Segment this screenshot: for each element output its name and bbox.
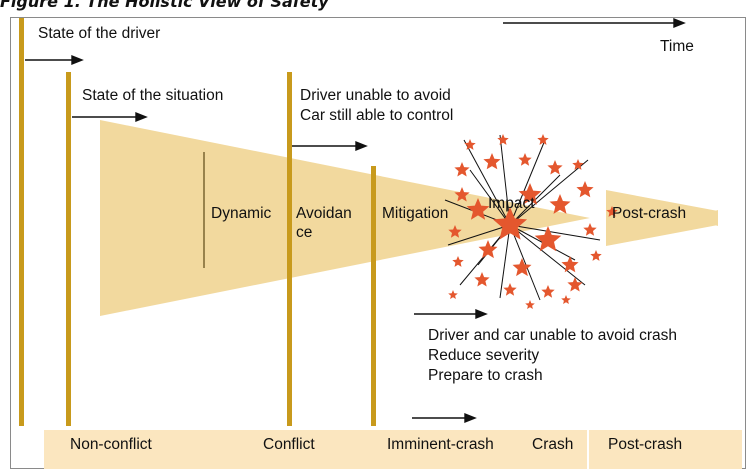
phase-non-conflict: Non-conflict	[70, 436, 152, 453]
explosion-star	[541, 285, 555, 298]
crash-note-line-3: Prepare to crash	[428, 367, 543, 384]
explosion-star	[567, 277, 583, 292]
situation-state-bar	[66, 72, 71, 426]
stage-avoidance: Avoidan ce	[296, 205, 352, 241]
explosion-star	[583, 223, 597, 236]
phase-band	[44, 430, 742, 469]
explosion-star	[561, 295, 571, 304]
stage-mitigation: Mitigation	[382, 205, 449, 222]
explosion-star	[572, 159, 584, 170]
explosion-star	[483, 153, 501, 170]
explosion-star	[464, 139, 476, 150]
explosion-star	[448, 225, 462, 238]
explosion-star	[576, 181, 594, 198]
explosion-star	[549, 194, 571, 214]
explosion-star	[518, 183, 542, 205]
explosion-star	[497, 134, 509, 145]
explosion-star	[525, 300, 535, 309]
avoid-note-line-1: Driver unable to avoid	[300, 87, 451, 104]
explosion-star	[474, 272, 490, 287]
explosion-star	[606, 206, 618, 217]
explosion-star	[452, 256, 464, 267]
phase-crash: Crash	[532, 436, 574, 453]
explosion-star	[478, 240, 498, 259]
explosion-star	[454, 162, 470, 177]
phase-post-crash: Post-crash	[608, 436, 683, 453]
crash-note-line-2: Reduce severity	[428, 347, 540, 364]
explosion-star	[590, 250, 602, 261]
situation-state-label: State of the situation	[82, 87, 224, 104]
time-wedge	[100, 120, 590, 316]
time-label: Time	[660, 38, 694, 55]
conflict-bar	[287, 72, 292, 426]
figure-title: Figure 1. The Holistic View of Safety	[0, 0, 329, 11]
phase-imminent-crash: Imminent-crash	[387, 436, 494, 453]
impact-explosion	[444, 134, 618, 309]
explosion-star	[534, 226, 562, 252]
explosion-star	[454, 187, 470, 202]
explosion-star	[492, 207, 528, 240]
driver-state-bar	[19, 18, 24, 426]
stage-dynamic: Dynamic	[211, 205, 272, 222]
crash-note-line-1: Driver and car unable to avoid crash	[428, 327, 677, 344]
explosion-star	[561, 256, 579, 273]
stage-impact: Impact	[488, 195, 535, 212]
explosion-star	[466, 198, 490, 220]
explosion-star	[518, 153, 532, 166]
phase-conflict: Conflict	[263, 436, 315, 453]
explosion-star	[537, 134, 549, 145]
driver-state-label: State of the driver	[38, 25, 161, 42]
stage-post-crash: Post-crash	[612, 205, 687, 222]
explosion-star	[547, 160, 563, 175]
avoid-note-line-2: Car still able to control	[300, 107, 454, 124]
explosion-star	[448, 290, 458, 299]
explosion-star	[512, 258, 532, 277]
imminent-bar	[371, 166, 376, 426]
explosion-star	[503, 283, 517, 296]
